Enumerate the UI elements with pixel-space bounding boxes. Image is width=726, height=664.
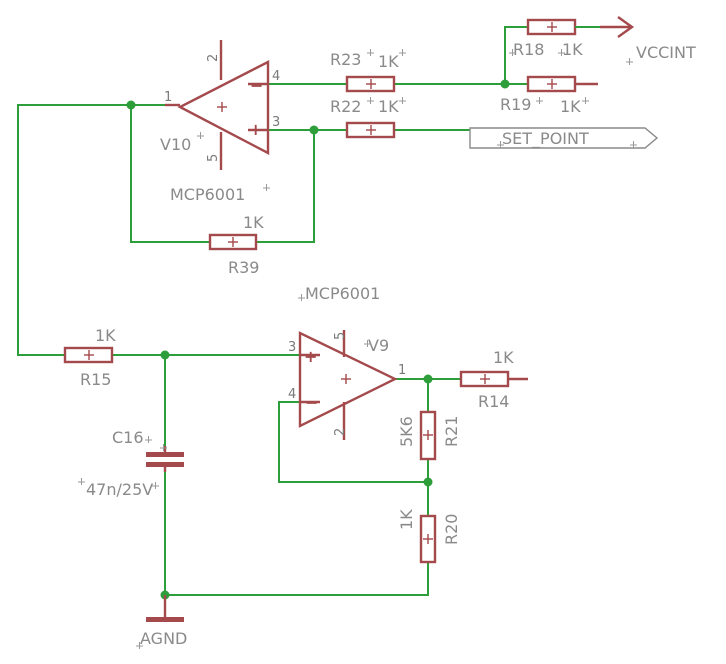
resistor-r19[interactable]: R19 1K — [500, 75, 598, 116]
resistor-r18-name: R18 — [513, 40, 544, 59]
resistor-r20-value: 1K — [397, 509, 416, 530]
set-point-flag-icon — [469, 127, 659, 149]
wire-r39-right — [256, 130, 315, 243]
opamp-v9[interactable]: + − 3 4 1 5 2 V9 MCP6001 — [288, 284, 406, 440]
resistor-r21-name: R21 — [442, 416, 461, 447]
opamp-v10-noninv-sign: + — [249, 120, 262, 139]
set-point-label: SET_POINT — [502, 129, 589, 149]
origin-markers — [78, 49, 637, 649]
opamp-v9-name: V9 — [368, 336, 389, 355]
resistor-r22-name: R22 — [330, 97, 361, 116]
opamp-v9-noninv-sign: + — [304, 347, 317, 366]
resistor-r14-value: 1K — [493, 348, 514, 367]
wire-node-to-r18 — [504, 26, 528, 84]
opamp-v10-part: MCP6001 — [170, 185, 245, 204]
wire-r39-left — [130, 105, 210, 243]
vccint-arrow-icon — [617, 16, 635, 38]
resistor-r19-name: R19 — [500, 95, 531, 114]
capacitor-c16-name: C16 — [112, 428, 144, 447]
wire-v10-out-to-r15 — [17, 104, 180, 356]
junction-v10-pin3 — [309, 125, 319, 135]
resistor-r21-value: 5K6 — [397, 416, 416, 447]
resistor-r15-value: 1K — [95, 326, 116, 345]
opamp-v10-pin-out: 1 — [164, 90, 172, 105]
junction-v9-out — [423, 374, 433, 384]
opamp-v10-pin-vdd: 2 — [206, 54, 221, 62]
opamp-v9-pin-noninv: 3 — [288, 340, 296, 355]
opamp-v9-pin-out: 1 — [398, 363, 406, 378]
net-label-set-point[interactable]: SET_POINT — [469, 127, 659, 149]
resistor-r14-name: R14 — [478, 392, 509, 411]
opamp-v9-pin-vdd: 5 — [333, 332, 348, 340]
junction-vcc-node — [500, 79, 510, 89]
resistor-r20[interactable]: 1K R20 — [397, 509, 461, 564]
resistor-r20-name: R20 — [442, 514, 461, 545]
resistor-r21[interactable]: 5K6 R21 — [397, 410, 461, 461]
opamp-v10[interactable]: − + 1 4 3 2 5 V10 MCP6001 — [160, 40, 280, 204]
opamp-v10-inv-sign: − — [250, 76, 263, 95]
resistor-r22[interactable]: R22 1K — [330, 97, 399, 139]
resistor-r39[interactable]: 1K R39 — [208, 213, 264, 277]
wires — [17, 26, 528, 596]
ground-label: AGND — [140, 629, 187, 648]
opamp-v9-pin-vss: 2 — [333, 428, 348, 436]
junction-v9-fb — [423, 477, 433, 487]
resistor-r18-value: 1K — [562, 40, 583, 59]
vccint-label: VCCINT — [636, 43, 696, 62]
resistor-r23-value: 1K — [378, 52, 399, 71]
opamp-v10-pin-noninv: 3 — [272, 115, 280, 130]
junctions — [126, 79, 510, 600]
resistor-r23[interactable]: R23 1K — [330, 50, 399, 93]
resistor-r22-value: 1K — [378, 97, 399, 116]
resistor-r19-value: 1K — [560, 97, 581, 116]
resistor-r15[interactable]: 1K R15 — [63, 326, 116, 389]
resistor-r15-name: R15 — [80, 370, 111, 389]
opamp-v9-inv-sign: − — [305, 393, 318, 412]
resistor-r14[interactable]: 1K R14 — [459, 348, 528, 411]
junction-v10-out — [126, 100, 136, 110]
resistor-r39-name: R39 — [228, 258, 259, 277]
wire-v9-pin4-feedback — [278, 401, 428, 483]
capacitor-c16[interactable]: C16 47n/25V — [86, 428, 184, 499]
wire-ground-bus — [165, 562, 429, 596]
opamp-v10-name: V10 — [160, 135, 191, 154]
opamp-v10-pin-vss: 5 — [206, 154, 221, 162]
capacitor-c16-value: 47n/25V — [86, 480, 153, 499]
junction-v9-in — [160, 350, 170, 360]
opamp-v10-pin-inv: 4 — [272, 69, 280, 84]
opamp-v10-body — [177, 60, 270, 155]
opamp-v9-part: MCP6001 — [305, 284, 380, 303]
ground-symbol: AGND — [140, 595, 187, 648]
opamp-v9-pin-inv: 4 — [288, 387, 296, 402]
opamp-v9-body — [298, 331, 398, 428]
supply-vccint: VCCINT — [600, 16, 696, 62]
resistor-r39-value: 1K — [243, 213, 264, 232]
resistor-r23-name: R23 — [330, 50, 361, 69]
